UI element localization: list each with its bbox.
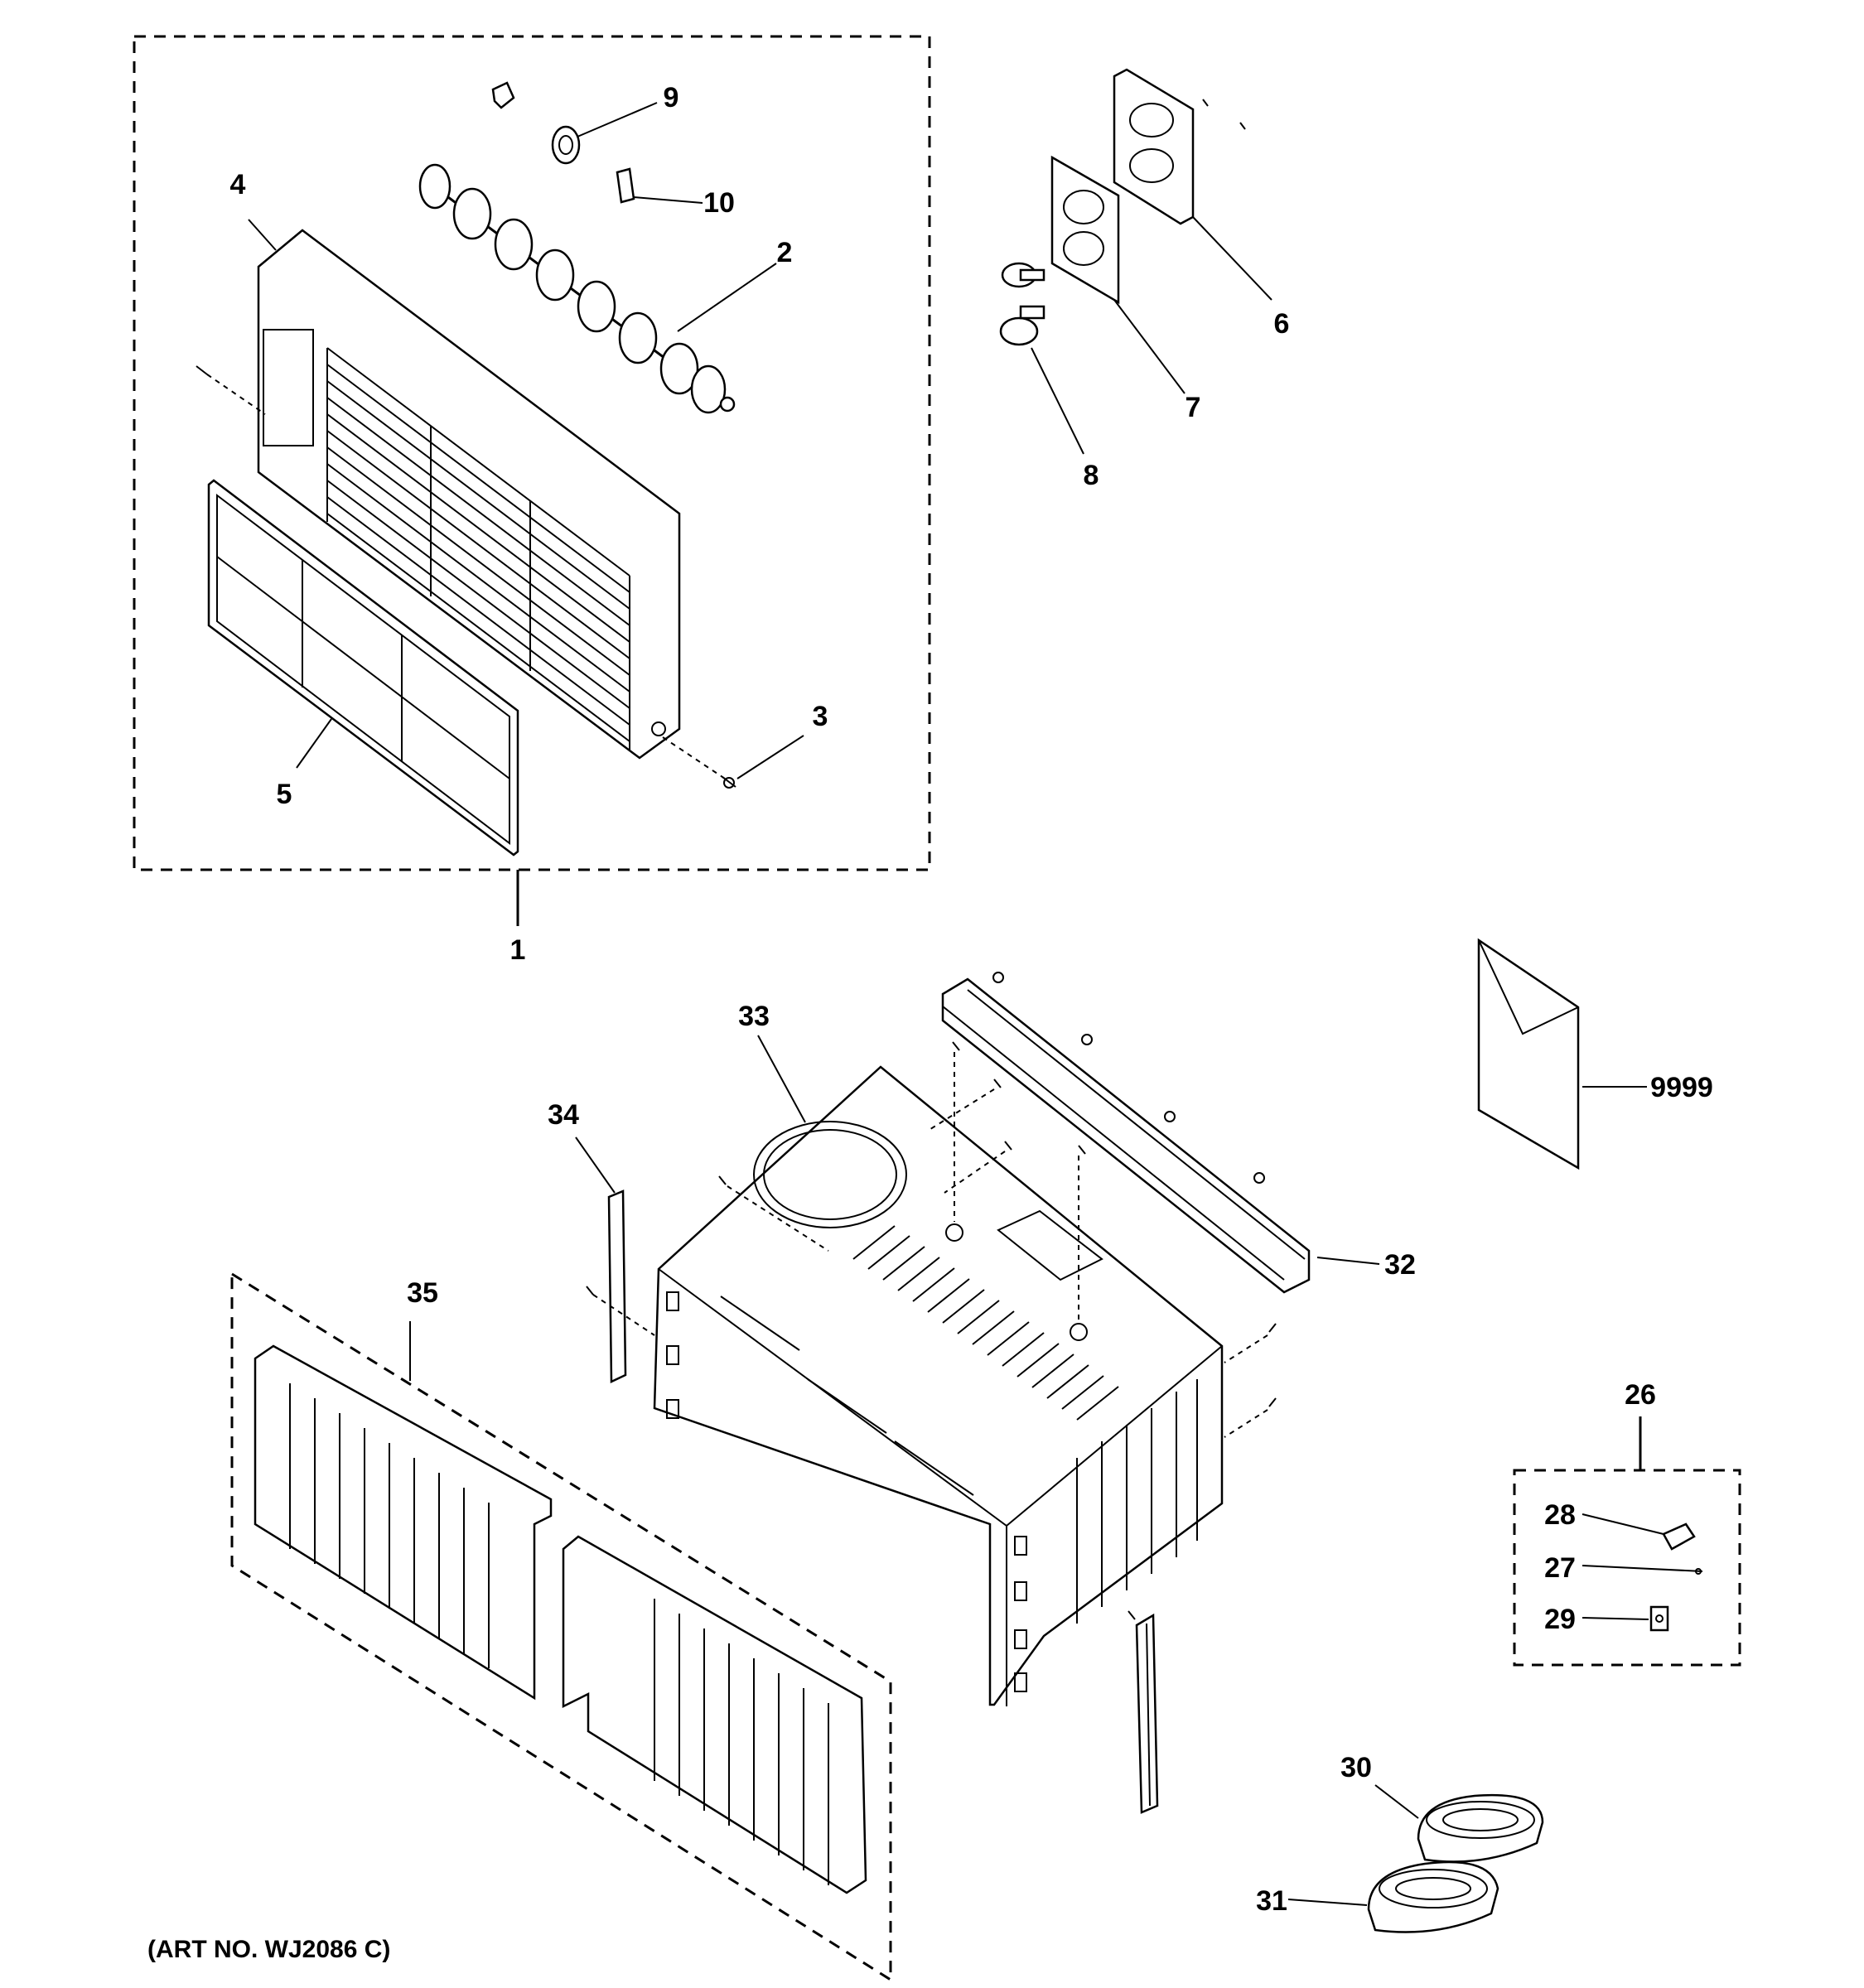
callout-29: 29 <box>1544 1604 1576 1635</box>
side-rail-part-32 <box>941 972 1311 1294</box>
clip-part-9-top <box>491 81 515 109</box>
seal-strip-part-34 <box>586 1189 655 1383</box>
callout-31: 31 <box>1256 1885 1287 1917</box>
leader-31 <box>1287 1899 1368 1906</box>
panel-label-part-7 <box>1050 155 1120 305</box>
assembly-1-boundary <box>133 35 931 871</box>
screw-part-3 <box>662 736 736 789</box>
clip-part-10 <box>616 167 635 204</box>
callout-1: 1 <box>510 934 526 966</box>
owner-manual-part-9999 <box>1477 938 1580 1170</box>
callout-8: 8 <box>1084 460 1099 491</box>
callout-9: 9 <box>664 82 679 113</box>
leader-34 <box>575 1136 616 1194</box>
callout-10: 10 <box>703 187 735 219</box>
leader-4 <box>248 219 277 251</box>
callout-26: 26 <box>1625 1379 1656 1411</box>
bracket-part-28 <box>1662 1522 1696 1551</box>
cabinet-screws <box>718 1041 1277 1620</box>
control-panel-part-6 <box>1113 68 1246 225</box>
leader-29 <box>1582 1617 1649 1620</box>
leader-30 <box>1374 1784 1419 1819</box>
screw-part-27 <box>1582 1565 1703 1575</box>
callout-30: 30 <box>1340 1752 1372 1783</box>
callout-35: 35 <box>407 1277 438 1309</box>
leader-6 <box>1192 216 1272 301</box>
leader-28 <box>1582 1513 1664 1535</box>
seal-strip-right <box>1135 1613 1159 1814</box>
kit-26-boundary <box>1513 1469 1741 1667</box>
leader-7 <box>1113 299 1186 394</box>
cabinet-part-33 <box>653 1065 1224 1706</box>
callout-7: 7 <box>1186 392 1201 423</box>
leader-5 <box>296 718 332 769</box>
callout-28: 28 <box>1544 1499 1576 1531</box>
leader-10 <box>633 196 703 204</box>
callout-34: 34 <box>548 1099 579 1131</box>
art-number: (ART NO. WJ2086 C) <box>147 1936 390 1963</box>
callout-5: 5 <box>277 779 292 810</box>
callout-3: 3 <box>813 701 828 732</box>
foot-part-31 <box>1367 1860 1499 1933</box>
leader-8 <box>1031 347 1084 455</box>
foot-part-30 <box>1417 1794 1544 1863</box>
leader-3 <box>736 735 804 779</box>
callout-32: 32 <box>1384 1249 1416 1281</box>
clip-part-29 <box>1649 1605 1669 1632</box>
callout-2: 2 <box>777 237 793 268</box>
callout-6: 6 <box>1274 308 1290 340</box>
side-panel-left <box>254 1344 553 1701</box>
callout-9999: 9999 <box>1650 1072 1713 1103</box>
side-panel-right <box>562 1535 867 1894</box>
air-filter-part-5 <box>207 479 519 856</box>
leader-9 <box>577 102 658 138</box>
callout-33: 33 <box>738 1001 770 1032</box>
bearing-part-9 <box>551 125 581 165</box>
callout-27: 27 <box>1544 1552 1576 1584</box>
screw-part-3-left <box>196 365 266 415</box>
leader-33 <box>757 1035 806 1123</box>
leader-2 <box>677 263 777 332</box>
leader-32 <box>1316 1257 1380 1265</box>
knob-part-8 <box>999 262 1045 346</box>
callout-4: 4 <box>230 169 246 200</box>
front-grille-part-4 <box>257 229 681 760</box>
blower-wheel-part-2 <box>418 163 736 414</box>
